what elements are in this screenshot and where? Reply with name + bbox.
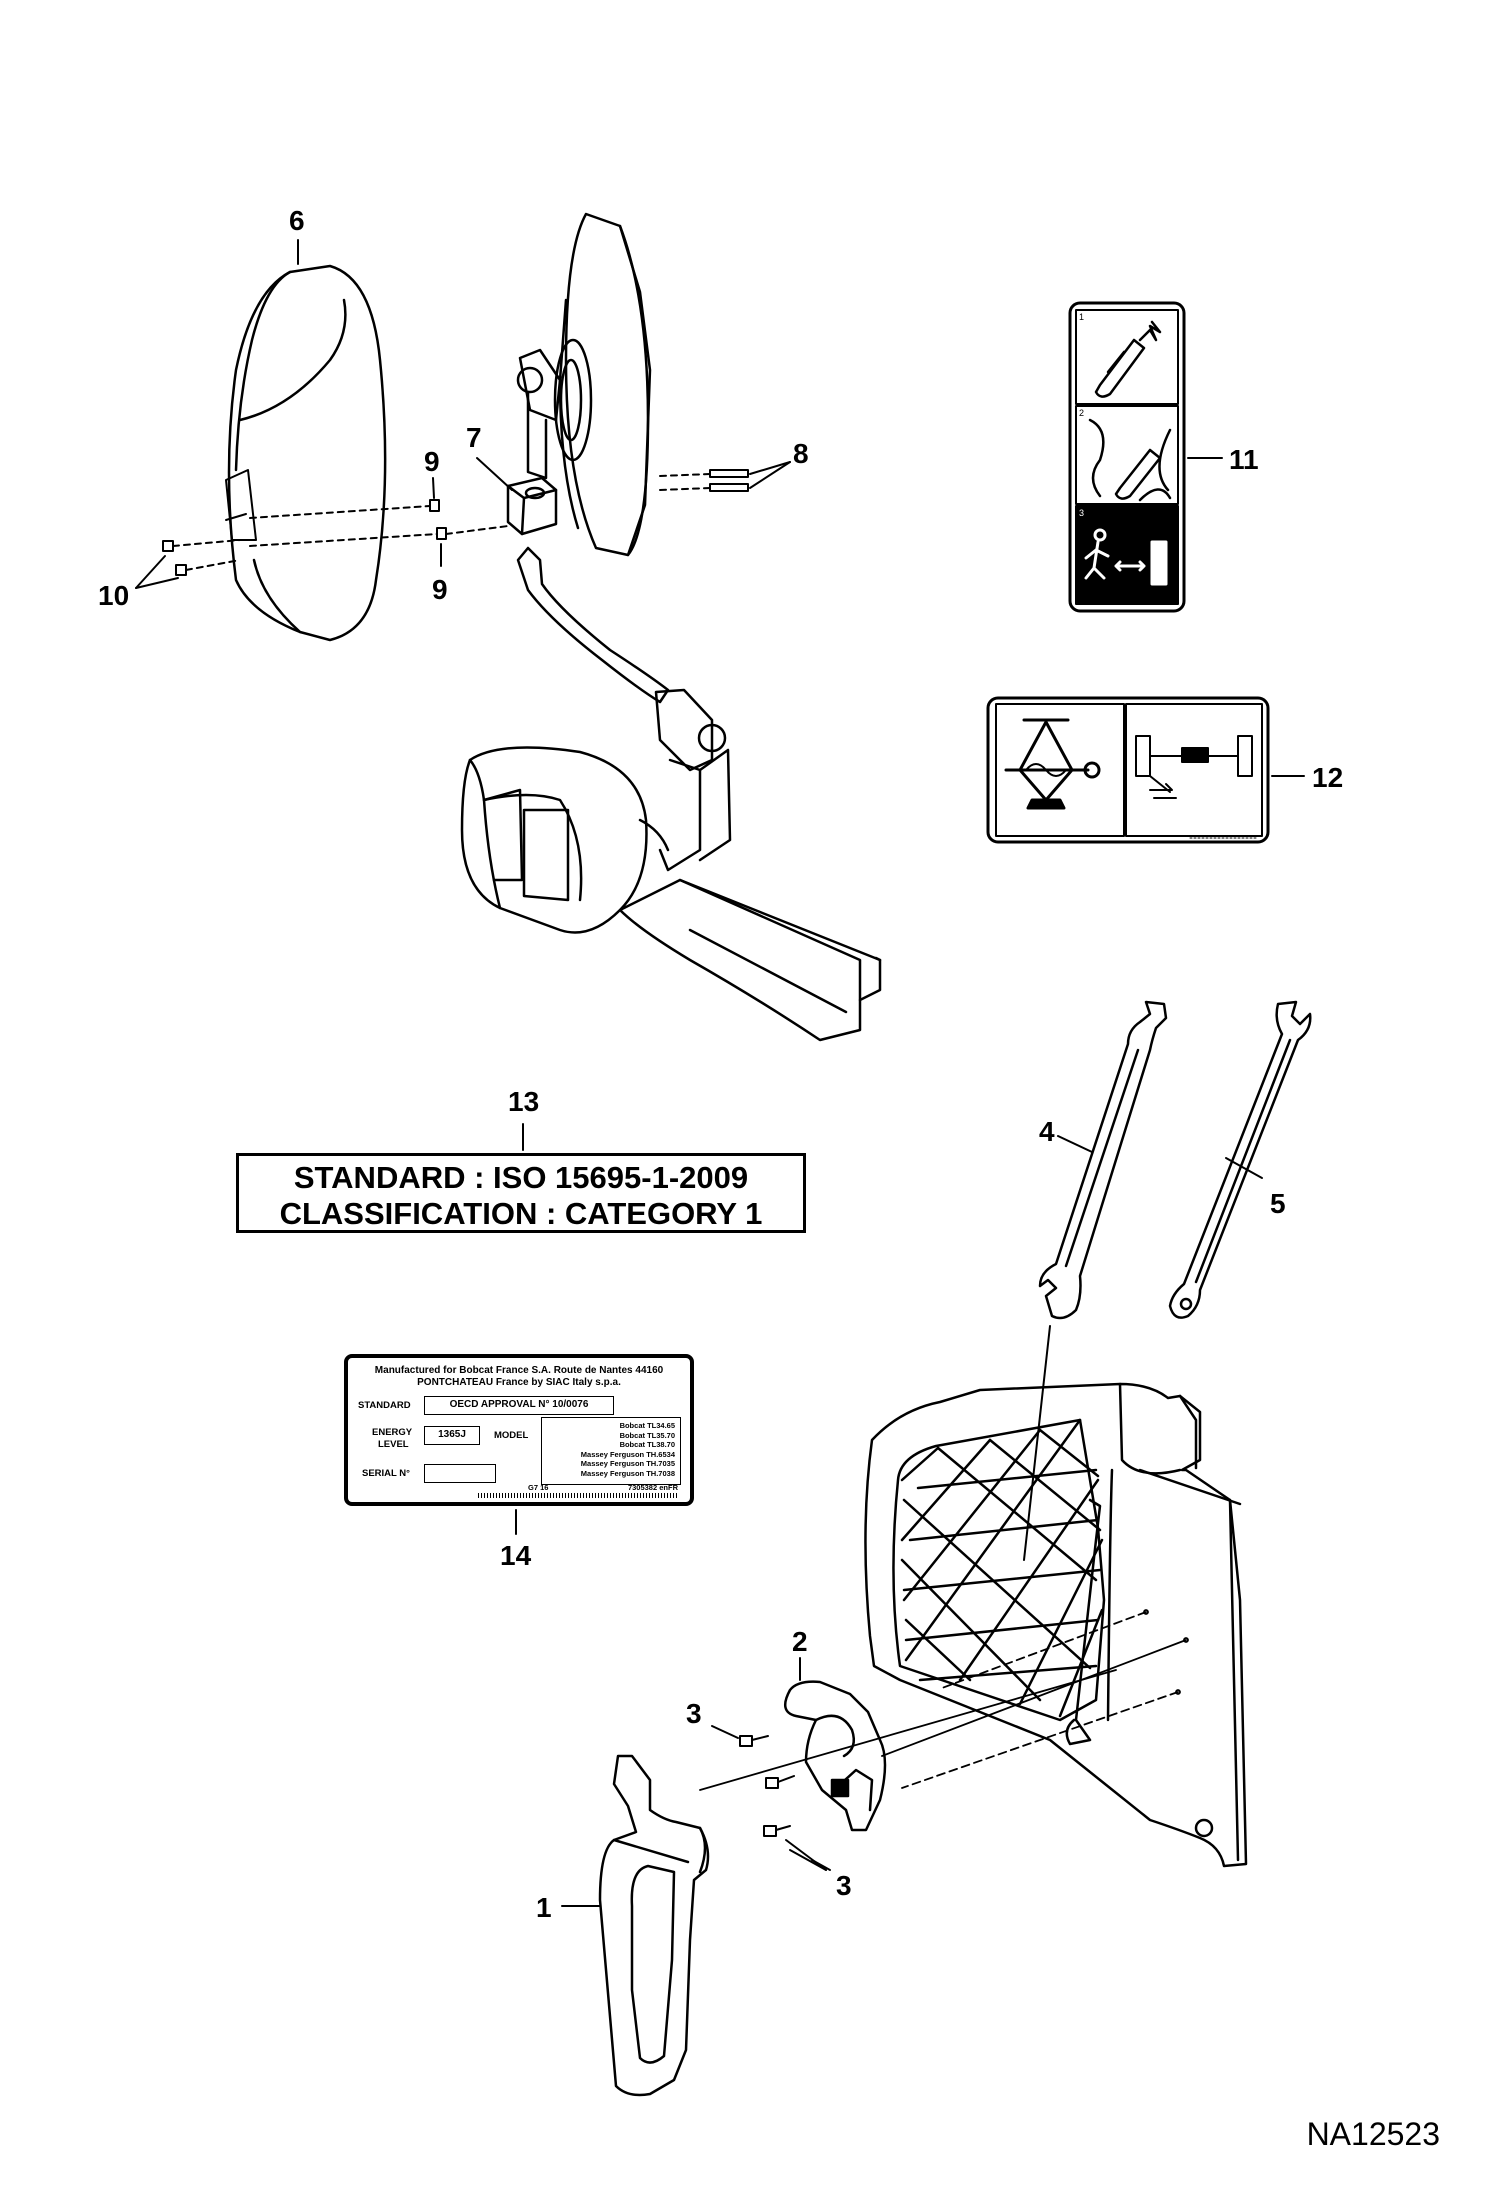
- leader-10: [135, 555, 166, 589]
- callout-2: 2: [792, 1626, 808, 1657]
- callout-8: 8: [793, 438, 809, 469]
- model-list: Bobcat TL34.65 Bobcat TL35.70 Bobcat TL3…: [541, 1417, 681, 1485]
- callout-9b: 9: [432, 574, 448, 605]
- mounting-bolts: [699, 1609, 1189, 1791]
- callout-12: 12: [1312, 762, 1344, 793]
- callout-10: 10: [98, 580, 130, 611]
- energy-value: 1365J: [424, 1426, 480, 1445]
- screws-10: [162, 539, 241, 576]
- mounting-bracket: [864, 1382, 1248, 1868]
- callout-13: 13: [508, 1086, 540, 1117]
- standard-value: OECD APPROVAL N° 10/0076: [424, 1396, 614, 1415]
- standard-plate: STANDARD : ISO 15695-1-2009 CLASSIFICATI…: [236, 1153, 806, 1233]
- model-item: Massey Ferguson TH.7038: [580, 1468, 675, 1478]
- decal-11: [1068, 301, 1186, 613]
- decal-panel-number-3: 3: [1079, 508, 1085, 518]
- label-header: Manufactured for Bobcat France S.A. Rout…: [348, 1365, 690, 1389]
- fire-extinguisher-icon: [1094, 320, 1162, 398]
- jack-icon: [1004, 718, 1101, 810]
- axle-icon: [1135, 735, 1253, 799]
- mounting-tube: [618, 878, 882, 1042]
- decal-panel-number-1: 1: [1079, 312, 1085, 322]
- decal-12: [986, 696, 1270, 844]
- standard-plate-line1: STANDARD : ISO 15695-1-2009: [293, 1160, 749, 1195]
- model-item: Bobcat TL38.70: [619, 1440, 675, 1450]
- callout-14: 14: [500, 1540, 532, 1571]
- callout-7: 7: [466, 422, 482, 453]
- front-mirror: [516, 212, 652, 557]
- label-footer-left: G7 16: [528, 1483, 549, 1492]
- oecd-approval-label: Manufactured for Bobcat France S.A. Rout…: [344, 1354, 694, 1506]
- barcode: [478, 1493, 678, 1498]
- callout-3a: 3: [686, 1698, 702, 1729]
- leader-3a: [711, 1725, 739, 1739]
- callout-11: 11: [1229, 444, 1259, 475]
- model-item: Bobcat TL35.70: [619, 1430, 675, 1440]
- standard-plate-line2: CLASSIFICATION : CATEGORY 1: [279, 1196, 763, 1231]
- exit-running-man-icon: [1084, 528, 1168, 586]
- wrench-4: [1038, 1000, 1168, 1320]
- callout-9a: 9: [424, 446, 440, 477]
- model-item: Massey Ferguson TH.7035: [580, 1459, 675, 1469]
- mirror-clamp-7: [506, 476, 558, 536]
- label-header-line2: PONTCHATEAU France by SIAC Italy s.p.a.: [417, 1377, 621, 1388]
- callout-5: 5: [1270, 1188, 1286, 1219]
- nuts-9: [249, 499, 509, 547]
- rear-mirror-housing: [225, 264, 387, 642]
- decal-panel-number-2: 2: [1079, 408, 1085, 418]
- screws-3: [739, 1735, 795, 1837]
- work-light: [460, 746, 670, 934]
- leader-5: [1225, 1157, 1263, 1179]
- mirror-arm: [516, 546, 732, 872]
- model-item: Bobcat TL34.65: [619, 1421, 675, 1430]
- bolts-8: [659, 469, 749, 492]
- model-item: Massey Ferguson TH.6534: [580, 1449, 675, 1459]
- label-footer-right: 7305382 enFR: [627, 1483, 678, 1492]
- tool-holder-2: [783, 1680, 887, 1832]
- leader-7: [476, 457, 513, 491]
- leader-4: [1057, 1135, 1093, 1153]
- model-label: MODEL: [494, 1430, 529, 1441]
- drawing-id: NA12523: [1306, 2116, 1440, 2152]
- grab-handle-1: [598, 1754, 710, 2097]
- energy-label-line1: ENERGY: [372, 1427, 413, 1438]
- wrench-5: [1168, 1000, 1312, 1319]
- energy-label-line2: LEVEL: [378, 1439, 409, 1450]
- callout-3b: 3: [836, 1870, 852, 1901]
- label-header-line1: Manufactured for Bobcat France S.A. Rout…: [374, 1365, 664, 1376]
- callout-4: 4: [1039, 1116, 1055, 1147]
- standard-label: STANDARD: [358, 1400, 411, 1411]
- leader-9a: [432, 477, 435, 499]
- fire-extinguisher-icon: [1088, 418, 1172, 502]
- callout-6: 6: [289, 205, 305, 236]
- callout-1: 1: [536, 1892, 552, 1923]
- leader-8: [749, 461, 791, 475]
- serial-value-field: [424, 1464, 496, 1483]
- rod-pointer: [1023, 1325, 1051, 1561]
- serial-label: SERIAL N°: [362, 1468, 410, 1479]
